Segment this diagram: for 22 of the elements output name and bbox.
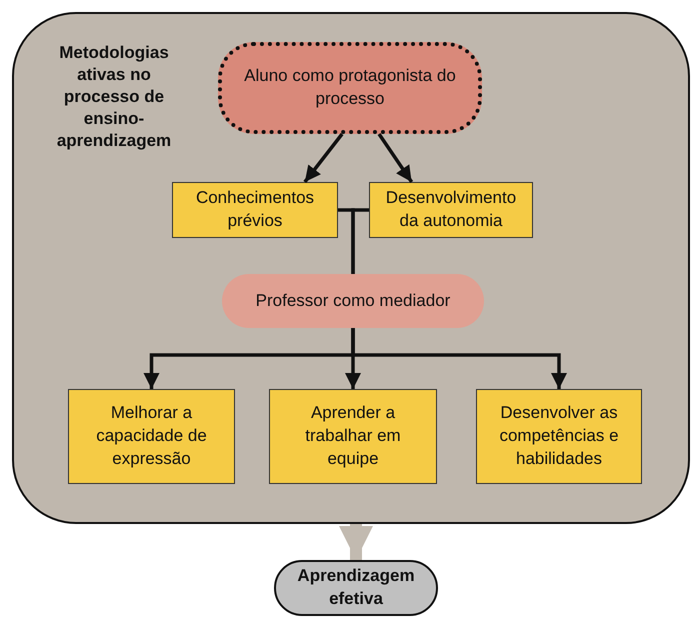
process-box <box>172 182 338 238</box>
node-label: Melhorar a capacidade de expressão <box>95 402 208 470</box>
arrow <box>303 132 344 184</box>
process-box <box>476 389 642 484</box>
rounded-box <box>218 42 482 134</box>
rounded-box <box>222 274 484 328</box>
node-label: Aprender a trabalhar em equipe <box>304 402 402 470</box>
node-label: Conhecimentos prévios <box>194 187 316 232</box>
node-label: Desenvolver as competências e habilidades <box>498 402 620 470</box>
process-box <box>369 182 533 238</box>
node-label: Desenvolvimento da autonomia <box>384 187 518 232</box>
panel-heading: Metodologias ativas no processo de ensino-aprendizagem <box>56 42 172 152</box>
arrow <box>351 328 567 389</box>
process-box <box>68 389 235 484</box>
arrow <box>378 133 414 183</box>
arrow <box>339 524 373 560</box>
node-label: Professor como mediador <box>256 290 450 312</box>
node-label: Aluno como protagonista do processo <box>244 65 456 110</box>
node-label: Aprendizagem efetiva <box>296 565 416 610</box>
group-panel <box>12 12 690 524</box>
connector-line <box>351 208 369 274</box>
process-box <box>269 389 437 484</box>
